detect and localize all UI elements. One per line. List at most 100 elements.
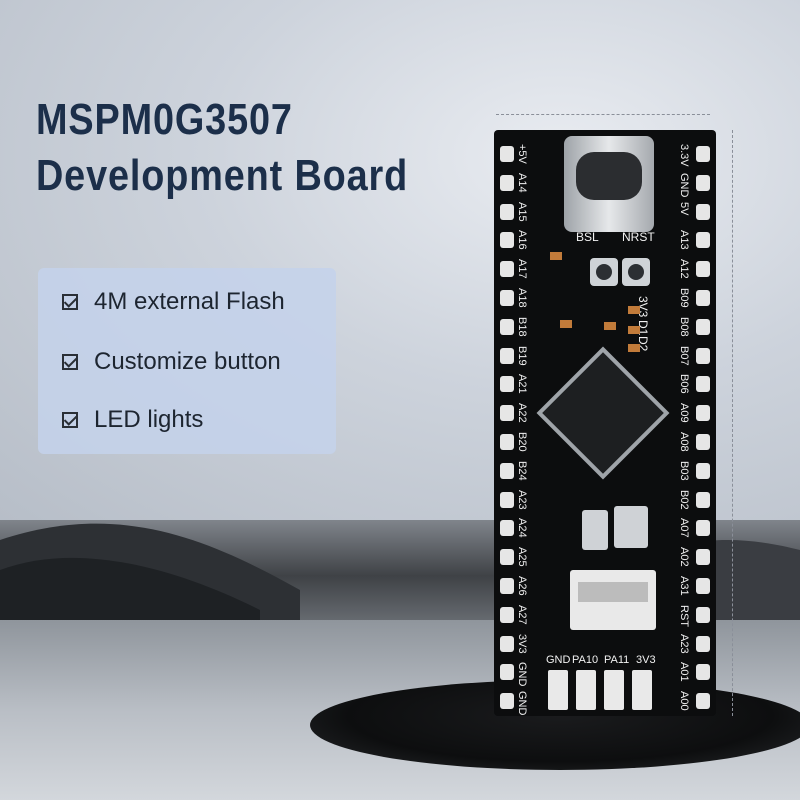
pin-label: B06 <box>678 374 690 394</box>
title-line-1: MSPM0G3507 <box>36 95 293 144</box>
pin-pad <box>500 347 514 364</box>
pin-label: A08 <box>678 432 690 452</box>
bottom-label-pa10: PA10 <box>572 654 599 666</box>
pin-label: A09 <box>678 403 690 423</box>
pin-label: 5V <box>678 201 690 216</box>
feature-label: LED lights <box>94 406 204 433</box>
pin-label: A00 <box>678 691 690 711</box>
pin-label: A26 <box>516 576 528 596</box>
nrst-label: NRST <box>622 230 655 244</box>
smd-component <box>628 306 640 314</box>
pin-pad <box>500 290 514 306</box>
pin-label: B03 <box>678 460 690 481</box>
bottom-pad <box>604 670 624 710</box>
feature-label: 4M external Flash <box>94 288 285 315</box>
pin-label: A23 <box>516 489 528 510</box>
checkbox-icon <box>62 412 78 428</box>
pin-label: A15 <box>516 201 528 222</box>
bsl-button <box>590 258 618 286</box>
pin-label: B02 <box>678 489 690 510</box>
pin-label: A13 <box>678 230 690 250</box>
pin-label: B09 <box>678 288 690 308</box>
pin-pad <box>500 578 514 594</box>
feature-item: Customize button <box>62 346 281 378</box>
title-line-2: Development Board <box>36 151 409 200</box>
pin-pad <box>696 578 710 594</box>
pin-label: A17 <box>516 259 528 279</box>
pin-pad <box>696 203 710 220</box>
pin-pad <box>696 232 710 249</box>
pin-pad <box>696 491 710 508</box>
pin-label: B19 <box>516 345 528 366</box>
pin-label: A18 <box>516 288 528 308</box>
pin-label: B20 <box>516 432 528 452</box>
pin-pad <box>500 635 514 652</box>
pin-pad <box>696 347 710 364</box>
pin-pad <box>696 693 710 710</box>
checkbox-icon <box>62 354 78 370</box>
smd-component <box>628 344 640 352</box>
pin-label: A22 <box>516 403 528 423</box>
nrst-button <box>622 258 650 286</box>
pin-pad <box>696 606 710 623</box>
features-panel <box>38 268 336 454</box>
pin-pad <box>500 434 514 450</box>
width-dimension-line <box>496 114 710 115</box>
pin-label: A16 <box>516 230 528 250</box>
pin-pad <box>696 520 710 537</box>
pin-label: A27 <box>516 604 528 625</box>
crystal-oscillator <box>582 510 608 550</box>
pin-pad <box>696 462 710 479</box>
pin-pad <box>696 376 710 393</box>
smd-component <box>560 320 572 328</box>
pin-label: A23 <box>678 633 690 654</box>
bottom-pad <box>576 670 596 710</box>
smd-component <box>604 322 616 330</box>
pin-label: B08 <box>678 316 690 337</box>
pin-label: B18 <box>516 316 528 337</box>
pin-pad <box>500 491 514 508</box>
pin-pad <box>696 174 710 191</box>
bottom-label-gnd: GND <box>546 654 571 666</box>
pin-pad <box>500 520 514 537</box>
pin-pad <box>500 261 514 278</box>
bottom-label-pa11: PA11 <box>604 654 630 666</box>
pin-pad <box>696 318 710 335</box>
pin-pad <box>696 290 710 306</box>
pin-label: A12 <box>678 259 690 279</box>
pin-label: GND <box>516 691 528 716</box>
pin-pad <box>500 693 514 710</box>
height-dimension-line <box>732 130 733 716</box>
pin-label: 3.3V <box>678 144 690 167</box>
pin-label: B07 <box>678 345 690 366</box>
pin-label: +5V <box>516 144 528 164</box>
feature-label: Customize button <box>94 348 281 375</box>
pin-pad <box>696 549 710 566</box>
crystal-oscillator <box>614 506 648 548</box>
bottom-pad <box>548 670 568 710</box>
smd-component <box>628 326 640 334</box>
bottom-pad <box>632 670 652 710</box>
pin-pad <box>500 606 514 623</box>
pin-pad <box>696 405 710 422</box>
pin-label: GND <box>678 172 690 198</box>
pin-pad <box>696 261 710 278</box>
pin-label: A07 <box>678 518 690 538</box>
page-title: MSPM0G3507 Development Board <box>36 92 408 204</box>
pin-pad <box>696 434 710 450</box>
pin-pad <box>500 203 514 220</box>
pin-label: A01 <box>678 662 690 682</box>
pin-pad <box>500 318 514 335</box>
pin-pad <box>696 664 710 681</box>
pin-label: 3V3 <box>516 633 528 654</box>
pin-pad <box>500 462 514 479</box>
feature-item: 4M external Flash <box>62 286 285 318</box>
pin-pad <box>696 146 710 162</box>
pin-pad <box>500 376 514 393</box>
pin-label: RST <box>678 604 690 627</box>
pin-label: A02 <box>678 547 690 567</box>
pin-label: A31 <box>678 576 690 596</box>
pin-pad <box>500 146 514 162</box>
pin-label: A24 <box>516 518 528 538</box>
bsl-label: BSL <box>576 230 599 244</box>
